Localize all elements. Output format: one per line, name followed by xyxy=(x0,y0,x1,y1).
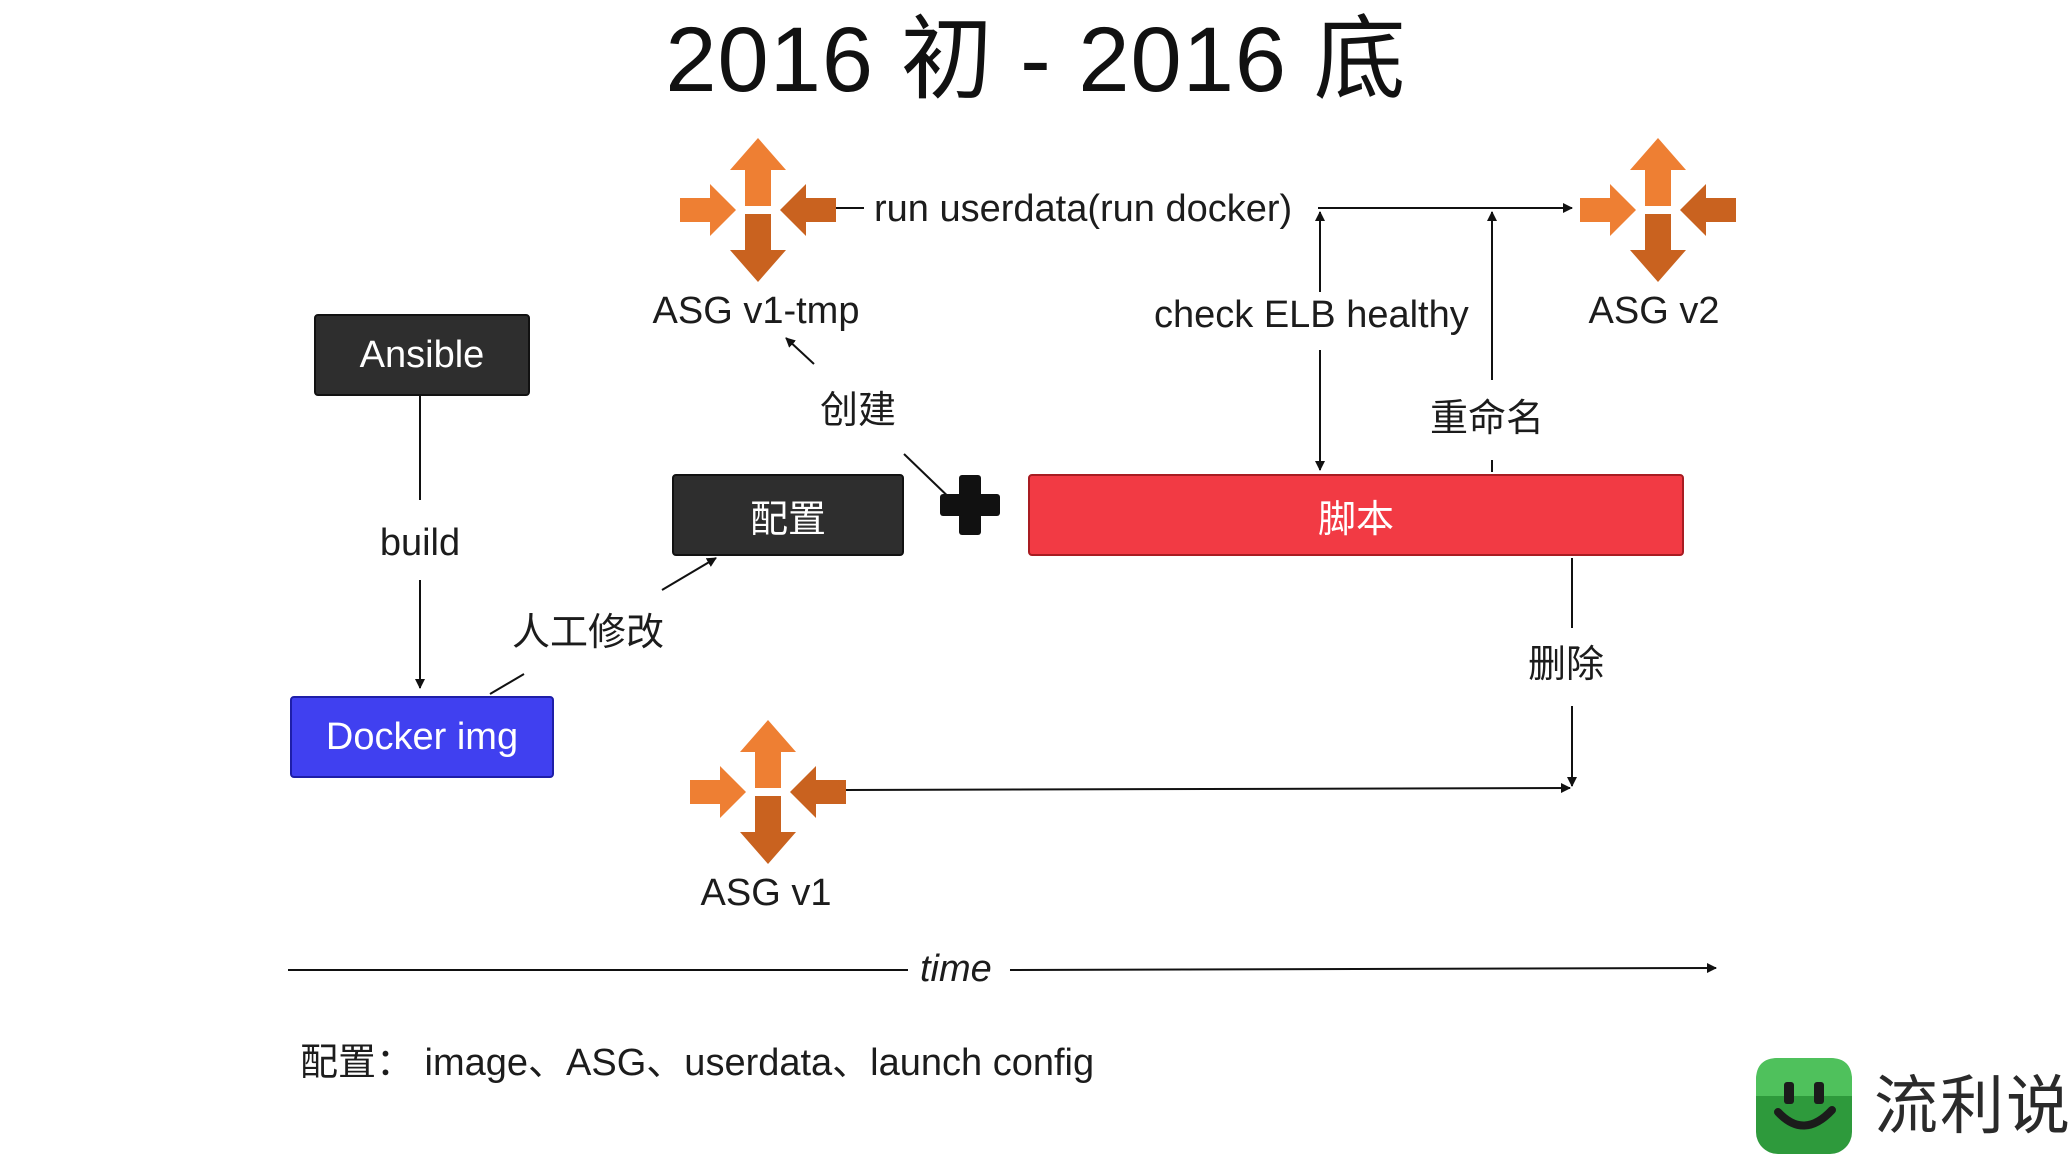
asg-arrow-up xyxy=(740,720,796,788)
delete-edge-label: 删除 xyxy=(1528,644,1605,686)
manual-edit-connector-start xyxy=(489,673,525,695)
asg-arrow-down xyxy=(1630,214,1686,282)
docker-img-box: Docker img xyxy=(290,696,554,778)
asg-v1-lifeline xyxy=(845,783,1571,794)
config-box: 配置 xyxy=(672,474,904,556)
check-elb-edge-label: check ELB healthy xyxy=(1154,294,1469,336)
ansible-box: Ansible xyxy=(314,314,530,396)
ansible-label: Ansible xyxy=(359,333,485,376)
asg-arrow-left xyxy=(680,184,736,236)
create-connector-end xyxy=(785,337,815,365)
asg-v1-label: ASG v1 xyxy=(700,872,832,914)
slide-title: 2016 初 - 2016 底 xyxy=(665,9,1407,111)
asg-arrow-down xyxy=(730,214,786,282)
script-label: 脚本 xyxy=(1317,498,1394,541)
create-edge-label: 创建 xyxy=(820,390,897,432)
asg-v1-tmp-icon xyxy=(680,138,836,282)
asg-arrow-up xyxy=(1630,138,1686,206)
asg-arrow-left xyxy=(1580,184,1636,236)
rename-edge-label: 重命名 xyxy=(1430,398,1545,440)
asg-v1-tmp-label: ASG v1-tmp xyxy=(652,290,860,332)
asg-arrow-right xyxy=(790,766,846,818)
script-box: 脚本 xyxy=(1028,474,1684,556)
asg-v2-icon xyxy=(1580,138,1736,282)
asg-arrow-right xyxy=(780,184,836,236)
manual-edit-edge-label: 人工修改 xyxy=(512,612,665,654)
asg-arrow-right xyxy=(1680,184,1736,236)
run-userdata-edge-label: run userdata(run docker) xyxy=(874,188,1293,230)
asg-arrow-down xyxy=(740,796,796,864)
config-label: 配置 xyxy=(749,498,826,541)
asg-arrow-left xyxy=(690,766,746,818)
asg-v1-icon xyxy=(690,720,846,864)
timeline-axis-right xyxy=(1009,963,1717,974)
brand-name: 流利说 xyxy=(1874,1070,2072,1142)
asg-v2-label: ASG v2 xyxy=(1588,290,1720,332)
asg-arrow-up xyxy=(730,138,786,206)
liulishuo-logo-icon xyxy=(1756,1058,1852,1154)
timeline-label: time xyxy=(920,948,992,990)
docker-img-label: Docker img xyxy=(325,715,519,758)
plus-icon xyxy=(940,475,1000,535)
config-caption: 配置： image、ASG、userdata、launch config xyxy=(300,1042,1095,1084)
build-edge-label: build xyxy=(379,522,461,564)
manual-edit-connector-end xyxy=(661,557,717,591)
